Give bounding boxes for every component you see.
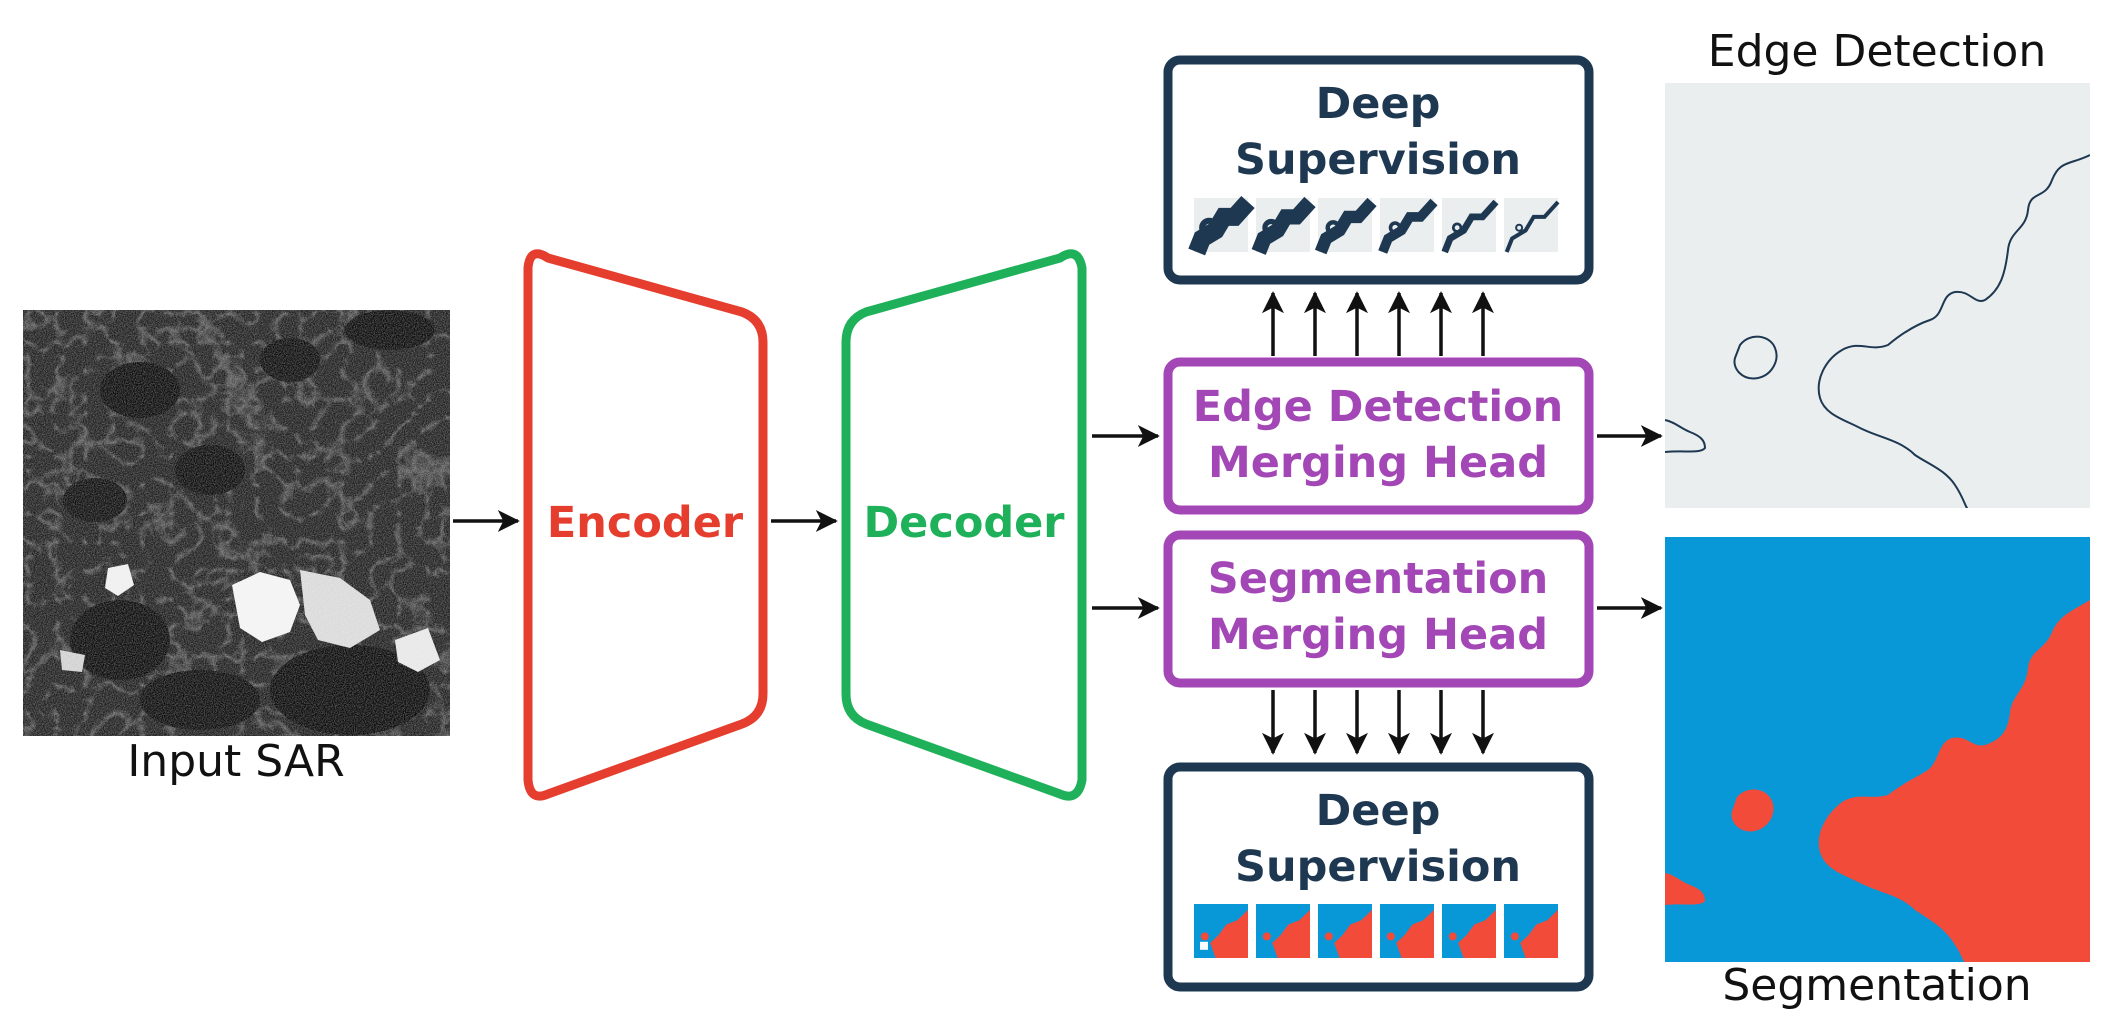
deep-supervision-bottom-thumbnail <box>1256 904 1310 958</box>
edge-head-label-line1: Edge Detection <box>1193 382 1564 432</box>
deep-supervision-top-thumbnail <box>1314 197 1377 255</box>
edge-coastline <box>1817 154 2090 508</box>
edge-island <box>1733 335 1778 380</box>
deep-supervision-bottom-thumbnail <box>1380 904 1434 958</box>
encoder-shape <box>523 249 768 801</box>
deep-supervision-bottom-title-line2: Supervision <box>1235 842 1521 892</box>
deep-supervision-bottom-thumbnail <box>1504 904 1558 958</box>
decoder-label: Decoder <box>863 498 1065 548</box>
arrows-seg-head-to-deep-supervision <box>1262 690 1494 755</box>
encoder-label: Encoder <box>547 498 744 548</box>
seg-ice-island <box>1731 789 1774 832</box>
deep-supervision-bottom-thumbnail <box>1194 904 1248 958</box>
deep-supervision-top-title-line1: Deep <box>1316 79 1441 129</box>
deep-supervision-top-thumbnail <box>1251 196 1316 255</box>
seg-head-label-line2: Merging Head <box>1208 610 1548 660</box>
edge-left-coast <box>1665 419 1707 453</box>
segmentation-output-image <box>1665 537 2090 962</box>
input-sar-label: Input SAR <box>127 736 344 787</box>
seg-head-label-line1: Segmentation <box>1208 554 1549 604</box>
deep-supervision-top-thumbnail <box>1441 198 1499 254</box>
seg-ice-mainland <box>1818 600 2090 962</box>
deep-supervision-bottom-thumbnail <box>1318 904 1372 958</box>
seg-ice-left <box>1665 873 1705 905</box>
decoder-shape <box>841 249 1087 801</box>
edge-detection-output-image <box>1665 83 2090 508</box>
deep-supervision-bottom-title-line1: Deep <box>1316 786 1441 836</box>
seg-output-label: Segmentation <box>1722 960 2031 1011</box>
deep-supervision-top-thumbnail <box>1378 198 1438 254</box>
deep-supervision-top-thumbnails <box>1188 195 1560 256</box>
deep-supervision-bottom-thumbnails <box>1194 904 1558 958</box>
deep-supervision-bottom-thumbnail <box>1442 904 1496 958</box>
input-sar-image <box>23 310 450 736</box>
deep-supervision-top-title-line2: Supervision <box>1235 135 1521 185</box>
deep-supervision-top-thumbnail <box>1504 198 1560 253</box>
segmentation-merging-head-box <box>1163 530 1594 688</box>
edge-head-label-line2: Merging Head <box>1208 438 1548 488</box>
edge-detection-merging-head-box <box>1163 357 1594 515</box>
edge-output-label: Edge Detection <box>1708 26 2046 77</box>
deep-supervision-top-thumbnail <box>1188 195 1255 256</box>
arrows-edge-head-to-deep-supervision <box>1262 291 1494 356</box>
